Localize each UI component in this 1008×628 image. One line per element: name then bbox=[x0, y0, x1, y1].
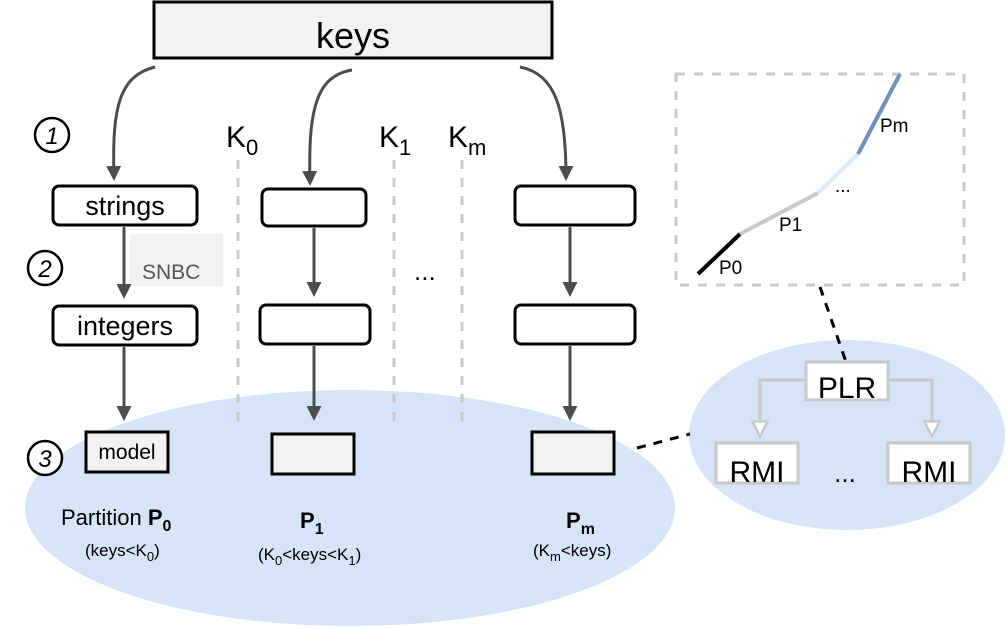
pm-stage1-box bbox=[513, 184, 637, 227]
rmi-ellipsis: ... bbox=[834, 458, 856, 488]
p1-stage1-box bbox=[260, 187, 368, 228]
rmi-node-left-label: RMI bbox=[730, 456, 785, 489]
partition-range-p0: (keys<K0) bbox=[85, 541, 160, 564]
segment-label-pm: Pm bbox=[880, 116, 909, 137]
connector-pm-to-index bbox=[636, 432, 691, 450]
tree-edge-left bbox=[760, 378, 806, 435]
arrow-keys-to-p1 bbox=[302, 68, 353, 186]
keys-label: keys bbox=[316, 15, 390, 56]
boundary-label-k0: K0 bbox=[226, 121, 258, 160]
partition-area bbox=[25, 390, 675, 626]
segment-mid bbox=[816, 152, 860, 195]
keys-box bbox=[152, 0, 554, 60]
p1-stage2-box bbox=[258, 303, 372, 346]
partition-label-p0: Partition P0 bbox=[61, 505, 172, 535]
plr-node bbox=[804, 360, 890, 402]
model-label: model bbox=[98, 441, 155, 464]
arrow-keys-to-strings bbox=[106, 65, 156, 181]
tree-edge-right bbox=[888, 378, 932, 435]
model-box bbox=[84, 430, 170, 474]
strings-label: strings bbox=[85, 191, 165, 221]
svg-text:1: 1 bbox=[45, 123, 58, 150]
connector-chart-to-plr bbox=[818, 286, 848, 363]
segment-p0 bbox=[696, 232, 742, 276]
column-ellipsis: ... bbox=[414, 256, 436, 286]
boundary-label-k1: K1 bbox=[379, 121, 411, 160]
snbc-label: SNBC bbox=[142, 261, 200, 284]
partition-range-pm: (Km<keys) bbox=[533, 541, 611, 564]
strings-box bbox=[51, 184, 199, 227]
step-marker-3: 3 bbox=[26, 439, 64, 477]
segment-label-p0: P0 bbox=[719, 258, 742, 279]
partition-range-p1: (K0<keys<K1) bbox=[258, 545, 361, 568]
plr-node-label: PLR bbox=[818, 372, 876, 405]
rmi-node-right bbox=[886, 441, 972, 485]
svg-text:2: 2 bbox=[37, 256, 51, 283]
svg-text:3: 3 bbox=[38, 446, 52, 473]
segment-label-p1: P1 bbox=[779, 215, 802, 236]
segment-p1 bbox=[739, 191, 819, 236]
arrow-keys-to-pm bbox=[519, 65, 574, 181]
pm-model-box bbox=[530, 430, 616, 476]
boundary-label-km: Km bbox=[448, 121, 486, 160]
step-marker-2: 2 bbox=[26, 249, 64, 287]
integers-box bbox=[51, 304, 199, 347]
p1-model-box bbox=[270, 432, 356, 476]
partition-label-pm: Pm bbox=[566, 508, 595, 538]
rmi-node-left bbox=[714, 441, 800, 485]
segment-label-mid: ... bbox=[835, 176, 851, 197]
rmi-node-right-label: RMI bbox=[902, 456, 957, 489]
integers-label: integers bbox=[77, 311, 173, 341]
segment-pm bbox=[856, 73, 902, 155]
snbc-backdrop bbox=[130, 234, 223, 286]
plr-chart-frame bbox=[674, 72, 966, 287]
step-marker-1: 1 bbox=[33, 116, 71, 154]
partition-label-p1: P1 bbox=[300, 508, 324, 538]
pm-stage2-box bbox=[513, 303, 637, 346]
